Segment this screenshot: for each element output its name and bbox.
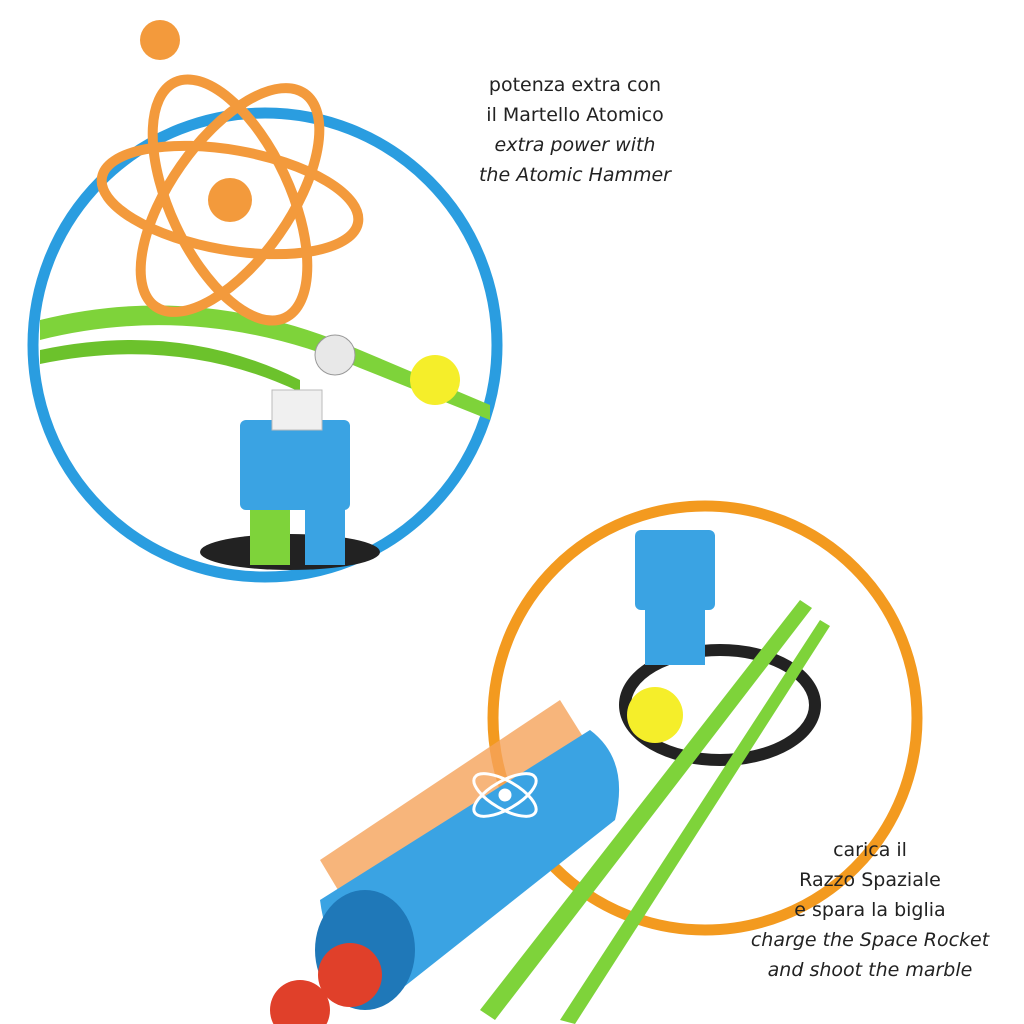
space-rocket-caption: carica il Razzo Spaziale e spara la bigl… <box>730 835 1010 985</box>
caption-line-it: il Martello Atomico <box>486 104 664 126</box>
base-disc <box>619 644 821 766</box>
caption-line-en: extra power with <box>494 134 656 156</box>
caption-line-it: Razzo Spaziale <box>799 869 941 891</box>
blue-connector <box>240 420 350 510</box>
green-track <box>40 305 490 420</box>
atomic-hammer-detail <box>27 20 503 583</box>
red-marble <box>318 943 382 1007</box>
atom-logo <box>472 772 538 818</box>
caption-line-it: carica il <box>833 839 907 861</box>
atomic-hammer <box>96 74 364 326</box>
space-rocket-detail <box>270 500 923 1024</box>
atomic-hammer-caption: potenza extra con il Martello Atomico ex… <box>440 70 710 190</box>
caption-line-en: charge the Space Rocket <box>750 929 990 951</box>
caption-line-it: e spara la biglia <box>794 899 946 921</box>
caption-line-en: and shoot the marble <box>767 959 973 981</box>
blue-connector <box>635 530 715 610</box>
silver-marble <box>314 334 356 376</box>
green-track <box>480 600 812 1020</box>
yellow-marble <box>410 355 460 405</box>
yellow-marble <box>627 687 683 743</box>
caption-line-en: the Atomic Hammer <box>478 164 671 186</box>
caption-line-it: potenza extra con <box>488 74 662 96</box>
